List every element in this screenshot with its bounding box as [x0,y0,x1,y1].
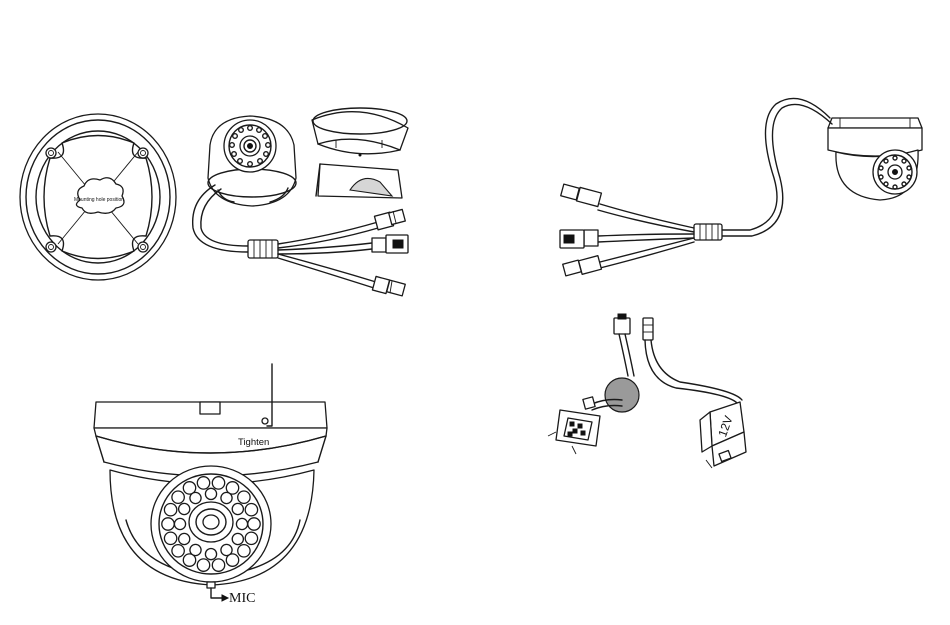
ir-led-icon [221,544,232,555]
audio-connector-icon [563,256,602,276]
dome-closeup: Tighten MIC [94,364,327,606]
ir-led-icon [232,503,243,514]
mounting-hole-label: Mounting hole position [74,197,124,203]
ir-led-icon [238,491,250,503]
ir-led-icon [179,533,190,544]
dc-plug-icon [643,318,742,404]
ir-led-icon [197,477,209,489]
connection-detail: 12V [548,314,746,468]
mounting-bracket [316,164,402,198]
ir-led-icon [164,504,176,516]
power-adapter-icon: 12V [700,402,746,468]
network-socket-icon [548,397,600,454]
ir-led-icon [212,477,224,489]
ir-led-icon [172,491,184,503]
ir-led-icon [205,549,216,560]
rj45-connector-icon [372,235,408,253]
ir-led-icon [197,559,209,571]
ir-led-icon [236,518,247,529]
ir-led-icon [232,533,243,544]
ir-led-icon [174,518,185,529]
tighten-label: Tighten [238,437,269,448]
audio-connector-icon [372,276,405,295]
wall-hole-icon [592,378,639,412]
ir-led-icon [179,503,190,514]
rj45-plug-icon [614,314,634,376]
ir-led-icon [245,532,257,544]
ir-led-icon [238,545,250,557]
ir-led-icon [164,532,176,544]
ir-led-icon [172,545,184,557]
camera-module-with-cables [193,116,408,296]
ir-led-icon [190,544,201,555]
power-connector-icon [374,209,405,229]
ir-led-icon [248,518,260,530]
dome-cover-ring [312,108,408,156]
ir-led-icon [221,492,232,503]
power-connector-icon [561,184,602,206]
ir-led-icon [212,559,224,571]
assembled-camera [560,98,922,275]
mic-label: MIC [229,591,255,606]
rj45-connector-icon [560,230,598,248]
ir-led-icon [205,488,216,499]
ir-led-icon [245,504,257,516]
ir-led-icon [162,518,174,530]
ir-led-icon [190,492,201,503]
mounting-base-plate: Mounting hole position [20,114,176,280]
